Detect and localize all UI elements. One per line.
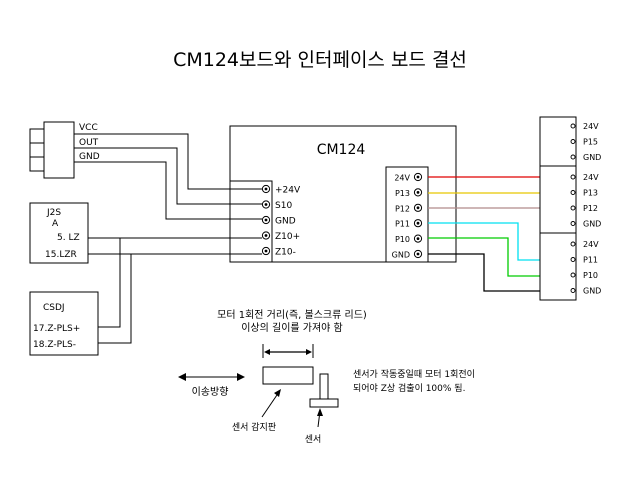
right-pin-label-3: P11 [395,220,410,229]
right-pin-terminal-4 [413,234,423,243]
right-pin-label-2: P12 [395,204,410,213]
csdj-block [29,291,99,356]
leader-lines [261,389,323,428]
right-pin-label-5: GND [392,251,410,260]
direction-label: 이송방향 [192,386,229,398]
connector_2-pin-label-0: 24V [583,173,599,182]
connector_3-pin-label-0: 24V [583,240,599,249]
sensing-plate [262,366,314,385]
connector_2-pin-label-3: GND [583,220,601,229]
right-pin-terminal-1 [413,188,423,197]
travel-note-line2: 이상의 길이를 가져야 함 [241,321,343,334]
cm124-right-terminal [385,166,429,263]
csdj-pin-zpls-minus: 18.Z-PLS- [33,340,76,350]
connector_1-pin-label-2: GND [583,153,601,162]
right-pin-label-0: 24V [394,174,410,183]
sensor-label: 센서 [305,434,322,445]
right-pin-terminal-5 [413,249,423,259]
connector_1-pin-dot-0 [570,123,576,129]
j2s-block [29,202,89,264]
right-pin-terminal-0 [413,172,423,182]
left-pin-terminal-2 [261,215,271,225]
sensor-note-line2: 되어야 Z상 검출이 100% 됨. [353,382,465,394]
sensor-note-line1: 센서가 작동중일때 모터 1회전이 [353,369,475,380]
connector_3-pin-label-1: P11 [583,256,598,265]
connector_1-pin-dot-1 [570,139,576,144]
left-pin-terminal-0 [261,184,271,194]
right-pin-terminal-2 [413,203,423,212]
sensor-pin-vcc: VCC [79,123,98,133]
sensing-plate-label: 센서 감지판 [232,421,276,433]
sensor-wires [74,133,262,220]
connector_2-pin-dot-3 [570,221,576,226]
j2s-title: J2S [46,208,61,218]
connector_3-pin-label-2: P10 [583,271,598,280]
right-pin-terminal-3 [413,219,423,228]
left-pin-label-0: +24V [275,186,301,196]
left-pin-label-3: Z10+ [275,232,300,242]
j2s-pin-lzr: 15.LZR [45,250,77,260]
connector_3-pin-label-3: GND [583,287,601,296]
connector_3-pin-dot-0 [570,241,576,247]
connector_2-pin-dot-1 [570,190,576,195]
direction-arrow [178,373,245,381]
sensor-pin-out: OUT [79,138,99,148]
sensor-connector [29,121,75,179]
sensor-shape [309,373,339,408]
connector_2-pin-dot-0 [570,174,576,180]
travel-dimension-arrow [262,344,314,358]
connector_1-pin-dot-2 [570,154,576,160]
j2s-pin-lz: 5. LZ [57,233,80,243]
connector_1-pin-label-0: 24V [583,122,599,131]
left-pin-terminal-1 [261,200,271,209]
left-pin-label-2: GND [275,217,296,227]
cm124-label: CM124 [317,142,366,158]
csdj-title: CSDJ [43,303,65,313]
connector_3-pin-dot-2 [570,272,576,278]
connector_3-pin-dot-1 [570,257,576,262]
sensor-pin-gnd: GND [79,152,100,162]
left-pin-terminal-3 [261,231,271,240]
output-wires [428,176,540,292]
encoder-wires [88,237,262,344]
diagram-title: CM124보드와 인터페이스 보드 결선 [173,49,467,71]
connector_3-pin-dot-3 [570,288,576,293]
left-pin-terminal-4 [261,246,271,256]
cm124-left-terminal [229,180,273,263]
connector_2-pin-dot-2 [570,205,576,211]
connector_2-pin-label-2: P12 [583,204,598,213]
csdj-pin-zpls-plus: 17.Z-PLS+ [33,324,80,334]
travel-note-line1: 모터 1회전 거리(즉, 볼스크류 리드) [217,309,367,321]
left-pin-label-1: S10 [275,201,292,211]
connector_2-pin-label-1: P13 [583,189,598,198]
left-pin-label-4: Z10- [275,248,296,258]
j2s-sub: A [52,219,59,229]
right-pin-label-4: P10 [395,235,410,244]
connector_1-pin-label-1: P15 [583,138,598,147]
right-pin-label-1: P13 [395,189,410,198]
